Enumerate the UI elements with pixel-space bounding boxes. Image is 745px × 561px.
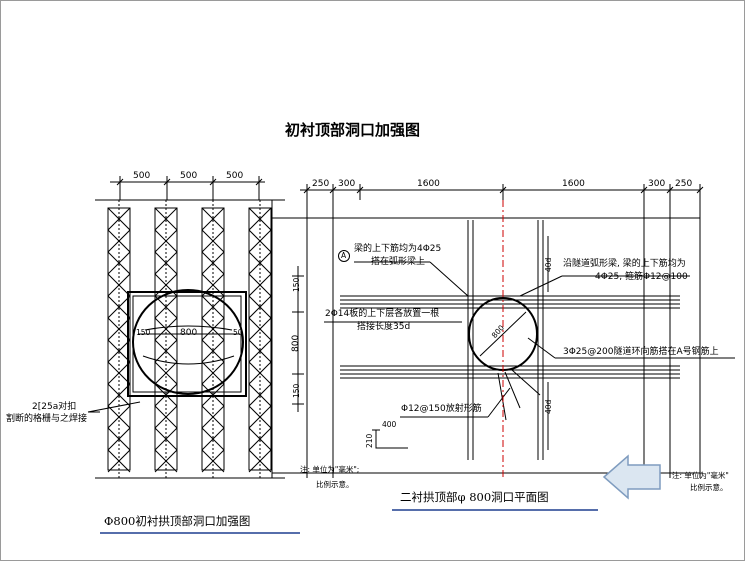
lattice-brace — [154, 251, 178, 275]
left-opening — [127, 289, 247, 397]
note-a-line2: 搭在弧形梁上 — [371, 257, 426, 267]
right-dim-2: 300 — [338, 179, 356, 189]
vdim-150-top: 150 — [292, 277, 301, 292]
lattice-brace — [107, 361, 131, 385]
lattice-brace — [154, 361, 178, 385]
note-b-line2: 搭接长度35d — [357, 322, 411, 332]
lattice-brace — [201, 361, 225, 385]
lattice-brace — [154, 339, 178, 363]
lattice-brace — [201, 229, 225, 253]
unit-note-line1: 注: 单位为"毫米"; — [300, 465, 360, 474]
lattice-brace — [107, 449, 131, 473]
note-c-line1: 沿隧道弧形梁, 梁的上下筋均为 — [563, 259, 686, 269]
unit-note-line2: 比例示意。 — [316, 480, 354, 489]
lattice-brace — [248, 405, 272, 429]
note-d: 3Φ25@200隧道环向筋搭在A号钢筋上 — [563, 347, 719, 357]
dim-40d-top: 40d — [544, 257, 553, 272]
left-plan-grid — [95, 176, 285, 479]
right-note-line2: 比例示意。 — [690, 483, 728, 492]
dimension-tick — [666, 186, 674, 194]
left-side-dim-left: 150 — [136, 328, 151, 337]
right-dim-5: 300 — [648, 179, 666, 189]
lattice-brace — [201, 251, 225, 275]
left-note-line1: 2[25a对扣 — [32, 402, 77, 412]
lattice-brace — [107, 405, 131, 429]
lattice-brace — [248, 295, 272, 319]
lattice-brace — [154, 449, 178, 473]
lattice-brace — [248, 339, 272, 363]
right-dim-3: 1600 — [417, 179, 440, 189]
lattice-brace — [107, 207, 131, 231]
lattice-brace — [201, 449, 225, 473]
dimension-tick — [696, 186, 704, 194]
lattice-brace — [107, 339, 131, 363]
lattice-brace — [107, 383, 131, 407]
left-note-line2: 割断的格栅与之焊接 — [6, 414, 88, 424]
lattice-brace — [248, 251, 272, 275]
lattice-brace — [248, 383, 272, 407]
left-caption: Φ800初衬拱顶部洞口加强图 — [104, 514, 251, 528]
lattice-brace — [248, 229, 272, 253]
vdim-800: 800 — [291, 334, 301, 352]
lattice-brace — [201, 405, 225, 429]
dimension-tick — [499, 186, 507, 194]
lattice-brace — [154, 405, 178, 429]
right-dim-6: 250 — [675, 179, 693, 189]
vdim-150-bottom: 150 — [292, 383, 301, 398]
lattice-brace — [248, 273, 272, 297]
dimension-tick — [640, 186, 648, 194]
lattice-brace — [201, 339, 225, 363]
right-note-line1: 注: 单位为"毫米" — [672, 471, 729, 480]
lattice-brace — [201, 427, 225, 451]
lattice-brace — [107, 251, 131, 275]
note-b-line1: 2Φ14板的上下层各放置一根 — [325, 309, 440, 319]
left-dim-1: 500 — [133, 171, 151, 181]
lattice-brace — [248, 361, 272, 385]
lattice-brace — [154, 317, 178, 341]
lattice-bracing — [107, 207, 272, 473]
note-a-line1: 梁的上下筋均为4Φ25 — [354, 244, 442, 254]
note-e: Φ12@150放射形筋 — [401, 404, 482, 414]
lattice-brace — [154, 427, 178, 451]
lattice-brace — [154, 229, 178, 253]
left-opening-dim: 800 — [180, 328, 198, 338]
lattice-brace — [201, 317, 225, 341]
lattice-brace — [107, 427, 131, 451]
drawing-title: 初衬顶部洞口加强图 — [285, 121, 421, 139]
direction-arrow — [602, 454, 661, 500]
right-caption: 二衬拱顶部φ 800洞口平面图 — [400, 490, 549, 504]
dim-210: 210 — [365, 433, 374, 448]
lattice-brace — [107, 273, 131, 297]
dimension-tick — [329, 186, 337, 194]
lattice-brace — [201, 207, 225, 231]
note-c-line2: 4Φ25, 箍筋Φ12@100 — [595, 272, 688, 282]
lattice-brace — [154, 295, 178, 319]
dim-400: 400 — [382, 420, 397, 429]
left-dim-3: 500 — [226, 171, 244, 181]
marker-a-circle — [338, 250, 350, 262]
dimension-tick — [356, 186, 364, 194]
lattice-brace — [154, 207, 178, 231]
right-dim-1: 250 — [312, 179, 330, 189]
dim-40d-bottom: 40d — [544, 399, 553, 414]
lattice-brace — [248, 207, 272, 231]
left-dim-2: 500 — [180, 171, 198, 181]
lattice-brace — [107, 295, 131, 319]
lattice-brace — [248, 317, 272, 341]
lattice-brace — [248, 427, 272, 451]
left-side-dim-right: 50 — [233, 328, 243, 337]
lattice-brace — [107, 317, 131, 341]
lattice-brace — [107, 229, 131, 253]
marker-a: A — [341, 251, 347, 260]
right-dim-4: 1600 — [562, 179, 585, 189]
dimension-tick — [303, 186, 311, 194]
lattice-brace — [248, 449, 272, 473]
